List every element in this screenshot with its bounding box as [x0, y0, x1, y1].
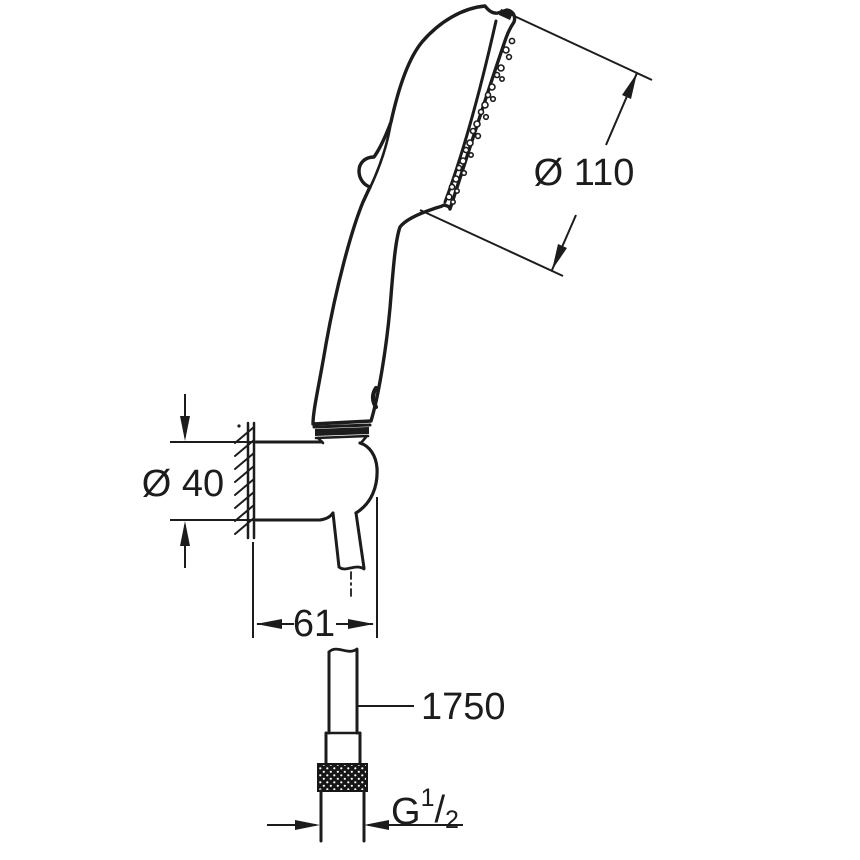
dimension-hose-length: 1750: [357, 686, 506, 728]
hose-outlet-right: [354, 511, 366, 570]
thread-letter: G: [391, 791, 421, 833]
dimension-thread: G1/2: [267, 784, 463, 834]
extension-line: [511, 14, 653, 81]
arrowhead: [552, 244, 567, 270]
hose-break-wave: [337, 565, 366, 571]
spray-face-nozzles: [445, 37, 516, 206]
hose-break-wave-top: [327, 647, 359, 654]
thread-label: G1/2: [391, 784, 459, 834]
hose-length-label: 1750: [421, 686, 506, 728]
holder-diameter-label: Ø 40: [142, 463, 224, 505]
collar-band: [315, 427, 369, 436]
arrowhead: [295, 820, 320, 830]
shower-hose-lower: [317, 647, 368, 843]
head-diameter-label: Ø 110: [534, 152, 635, 194]
dimension-head-diameter: Ø 110: [419, 14, 653, 277]
hose-outlet-left: [331, 511, 341, 569]
arrowhead: [180, 521, 190, 546]
handle-collar: [312, 423, 372, 445]
wall-hatching: [234, 426, 255, 535]
thread-denominator: 2: [445, 806, 459, 834]
holder-right-bulge: [354, 441, 379, 515]
shower-head-and-handle: [311, 4, 517, 426]
head-back-rim-line: [362, 120, 393, 202]
shower-body-outline: [311, 4, 517, 426]
thread-numerator: 1: [421, 784, 435, 812]
arrowhead: [256, 619, 282, 629]
arrowhead: [180, 416, 190, 441]
wall-dot: [237, 424, 241, 428]
shower-holder: [254, 440, 379, 599]
holder-offset-label: 61: [293, 603, 335, 645]
knurled-nut: [317, 763, 368, 792]
extension-line: [419, 209, 564, 277]
dimension-holder-offset: 61: [252, 497, 378, 645]
handle-edge-mark: [370, 385, 379, 410]
thread-slash: /: [434, 789, 445, 831]
wall-section: [234, 421, 256, 540]
head-top-tick: [499, 9, 513, 20]
arrowhead: [364, 820, 389, 830]
arrowhead: [622, 73, 637, 99]
dimension-holder-diameter: Ø 40: [142, 394, 256, 568]
arrowhead: [348, 619, 374, 629]
collar-line-top: [312, 423, 372, 429]
collar-line-bottom: [314, 434, 370, 440]
holder-bottom-edge: [254, 511, 335, 522]
